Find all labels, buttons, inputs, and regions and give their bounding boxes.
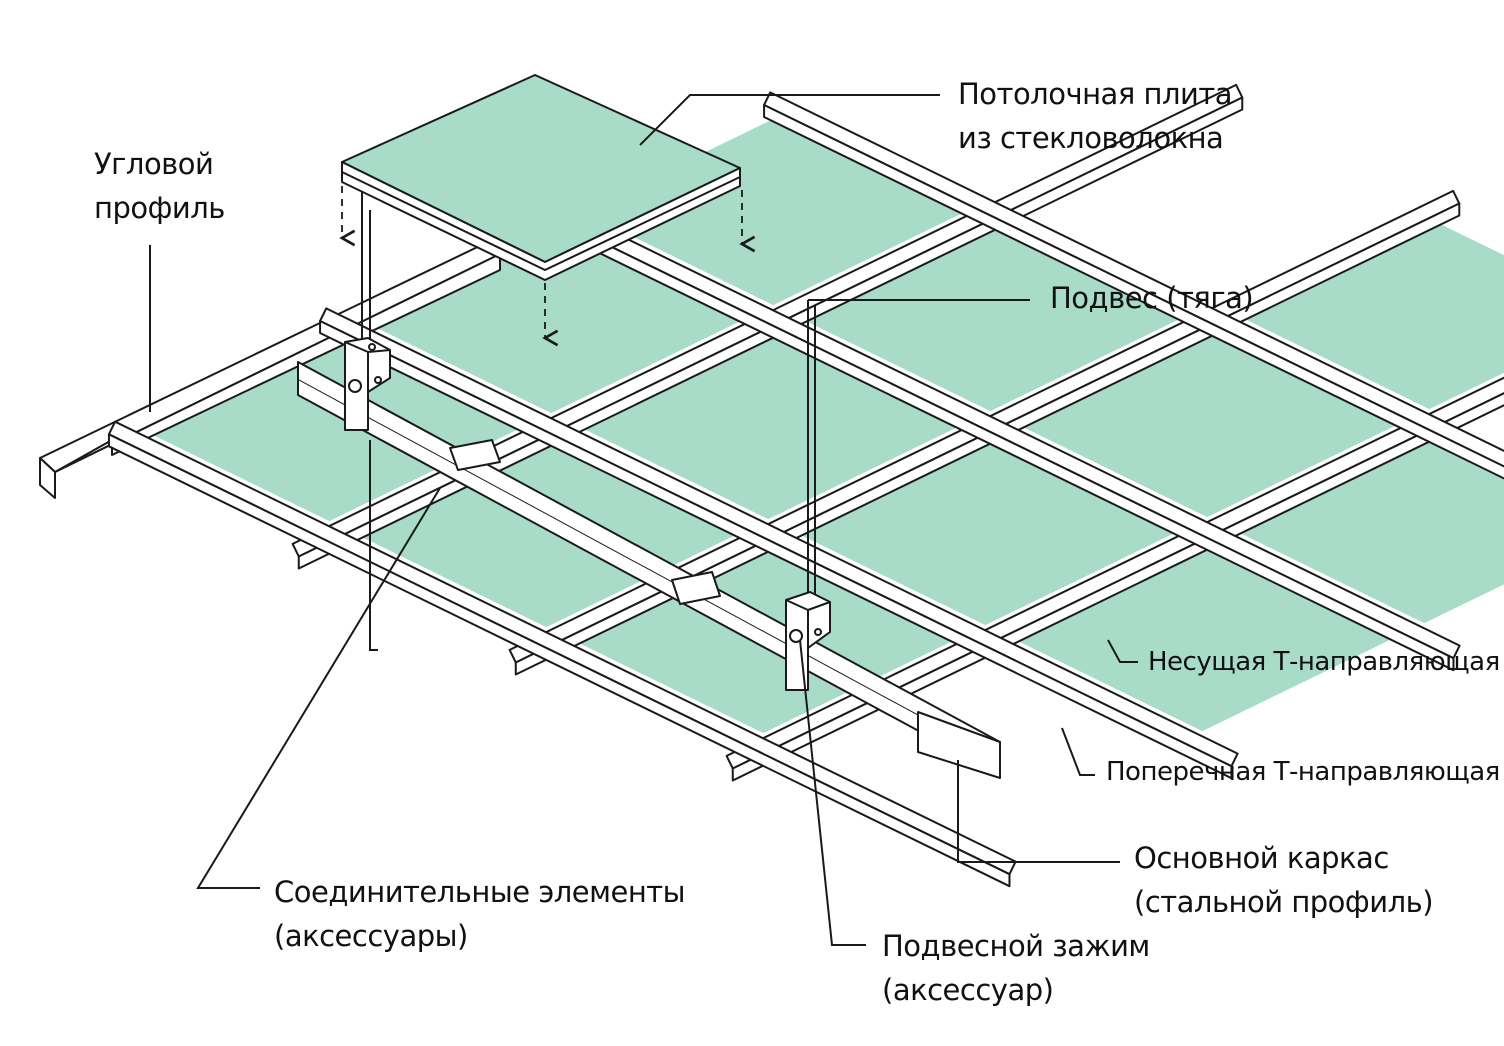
drop-arrows <box>339 186 756 347</box>
leader-connectors <box>196 487 441 889</box>
leader-connectors-2 <box>369 440 378 651</box>
hanger-clip-left <box>344 337 391 431</box>
leader-lines <box>149 94 1138 946</box>
ceiling-panel <box>1233 434 1504 624</box>
main-tee <box>107 420 1017 888</box>
label-corner-profile: Угловой профиль <box>94 147 225 225</box>
label-connectors: Соединительные элементы (аксессуары) <box>274 875 686 953</box>
label-hanger: Подвес (тяга) <box>1050 281 1254 315</box>
leader-hanger-clip <box>799 639 866 946</box>
grid-tees <box>107 83 1504 888</box>
leader-main-frame <box>957 760 1120 863</box>
hanger-clip-right <box>785 591 831 691</box>
label-ceiling-tile: Потолочная плита из стекловолокна <box>958 77 1233 155</box>
ceiling-panel <box>1238 220 1504 410</box>
label-cross-tee: Поперечная Т-направляющая <box>1106 757 1500 787</box>
leader-ceiling-tile <box>639 94 940 146</box>
main-tee <box>319 307 1239 780</box>
main-tee <box>763 91 1504 480</box>
label-main-tee: Несущая Т-направляющая <box>1148 647 1500 677</box>
label-main-frame: Основной каркас (стальной профиль) <box>1134 841 1434 919</box>
main-frame-channel <box>297 361 1001 779</box>
label-hanger-clip: Подвесной зажим (аксессуар) <box>882 929 1150 1007</box>
floating-ceiling-tile <box>341 74 741 281</box>
cross-tee <box>725 376 1504 782</box>
leader-main-tee <box>1107 639 1138 663</box>
leader-cross-tee <box>1061 727 1095 776</box>
